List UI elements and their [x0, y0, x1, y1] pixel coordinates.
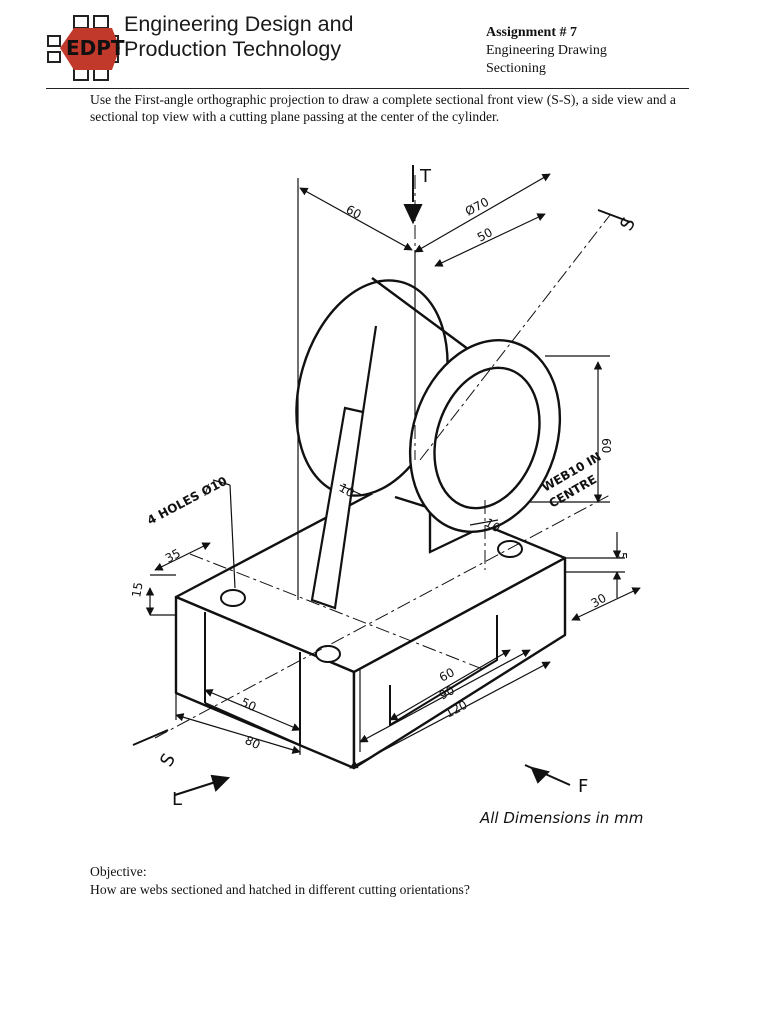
dim-10-web: 10 — [337, 480, 357, 500]
header-divider — [46, 88, 689, 89]
dim-dia-50: 50 — [475, 225, 495, 245]
org-name-line1: Engineering Design and — [124, 12, 354, 36]
dim-15: 15 — [129, 581, 145, 598]
web — [310, 325, 378, 610]
org-name-line2: Production Technology — [124, 37, 342, 61]
dim-10-mid: 10 — [483, 515, 503, 535]
svg-text:EDPT: EDPT — [66, 36, 125, 60]
objective-question: How are webs sectioned and hatched in di… — [90, 882, 470, 897]
dim-90: 90 — [437, 683, 457, 703]
dim-60-bottom: 60 — [437, 665, 457, 685]
cylinder-bore — [433, 366, 541, 510]
dim-60-top: 60 — [344, 202, 364, 222]
cylinder — [295, 277, 562, 534]
assignment-subject: Engineering Drawing — [486, 43, 607, 58]
dim-60-right: 60 — [599, 438, 613, 453]
organization-name: Engineering Design and Production Techno… — [124, 12, 354, 62]
dim-dia-70: Ø70 — [463, 195, 491, 219]
assignment-block: Assignment # 7 Engineering Drawing Secti… — [486, 24, 607, 78]
assignment-title: Assignment # 7 — [486, 25, 578, 40]
isometric-drawing: 60 Ø70 50 60 WEB10 IN CENTRE 10 10 5 30 … — [129, 165, 643, 827]
assignment-topic: Sectioning — [486, 61, 546, 76]
base-block — [174, 483, 567, 770]
dim-80: 80 — [243, 733, 263, 752]
objective-block: Objective: How are webs sectioned and ha… — [90, 863, 470, 899]
label-top-view: T — [419, 166, 432, 187]
dim-30: 30 — [589, 591, 609, 611]
dim-35: 35 — [163, 546, 183, 566]
edpt-logo: EDPT — [47, 15, 125, 81]
holes-note: 4 HOLES Ø10 — [145, 474, 230, 528]
view-arrows — [132, 165, 631, 796]
dim-5: 5 — [615, 552, 629, 560]
instructions: Use the First-angle orthographic project… — [90, 92, 676, 124]
label-section-bottom: S — [156, 750, 180, 770]
label-section-top: S — [616, 214, 640, 234]
dim-50: 50 — [239, 695, 259, 714]
label-front-view: F — [578, 776, 588, 797]
dimension-lines — [145, 173, 641, 769]
label-left-view: L — [172, 789, 182, 810]
objective-label: Objective: — [90, 864, 147, 879]
units-note: All Dimensions in mm — [479, 809, 643, 827]
